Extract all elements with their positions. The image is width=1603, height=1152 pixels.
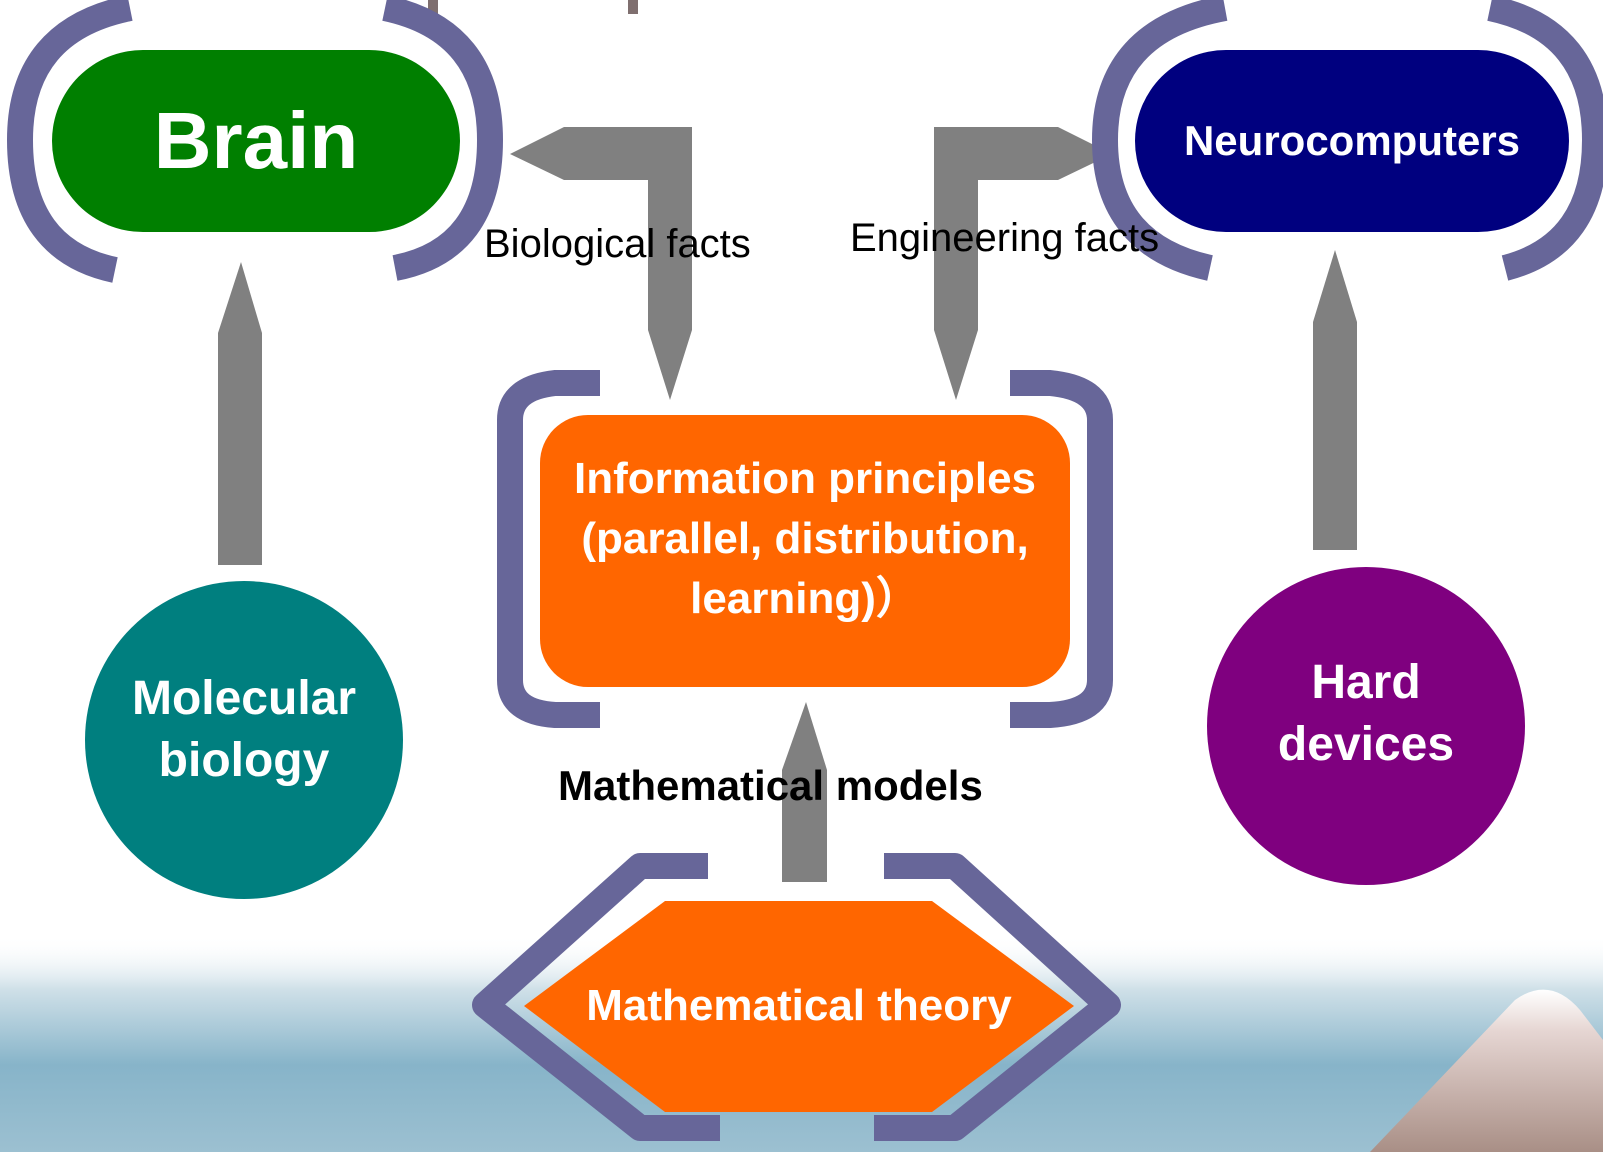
information-principles-line-1: Information principles: [573, 454, 1037, 503]
neurocomputers-text: Neurocomputers: [1183, 117, 1521, 164]
molecular-biology-line-1: Molecular: [131, 672, 357, 725]
arrow-molecular-to-brain: [218, 262, 262, 565]
molecular-biology-label: Molecular biology: [85, 640, 403, 820]
bracket-information-principles: [497, 370, 1113, 728]
mathematical-theory-label: Mathematical theory: [524, 960, 1074, 1052]
title-fragment: [428, 0, 638, 14]
brain-label: Brain: [52, 50, 460, 232]
node-neurocomputers: [1135, 50, 1569, 232]
information-principles-label: Information principles (parallel, distri…: [540, 415, 1070, 687]
information-principles-line-3: learning)）: [690, 574, 920, 623]
node-information-principles: [540, 415, 1070, 687]
hard-devices-label: Hard devices: [1207, 632, 1525, 796]
mountain-decoration: [1370, 989, 1603, 1152]
neurocomputers-label: Neurocomputers: [1135, 50, 1569, 232]
node-hard-devices: [1207, 567, 1525, 885]
information-principles-line-2: (parallel, distribution,: [581, 514, 1029, 563]
arrow-engineering-facts: [934, 127, 1112, 400]
engineering-facts-label: Engineering facts: [850, 216, 1160, 260]
brain-text: Brain: [153, 96, 359, 185]
hard-devices-line-2: devices: [1277, 718, 1455, 771]
bracket-brain: [6, 0, 504, 283]
biological-facts-label: Biological facts: [484, 222, 751, 266]
arrow-biological-facts: [510, 127, 692, 400]
mathematical-theory-text: Mathematical theory: [586, 981, 1012, 1030]
bracket-mathematical-theory: [472, 853, 1121, 1141]
hard-devices-line-1: Hard: [1311, 656, 1421, 709]
molecular-biology-line-2: biology: [158, 734, 330, 787]
arrow-hard-devices-to-neurocomputers: [1313, 250, 1357, 550]
bracket-neurocomputers: [1091, 0, 1603, 281]
node-brain: [52, 50, 460, 232]
arrow-theory-to-principles: [782, 702, 827, 882]
node-molecular-biology: [85, 581, 403, 899]
mathematical-models-label: Mathematical models: [558, 762, 983, 809]
node-mathematical-theory: [524, 901, 1074, 1112]
